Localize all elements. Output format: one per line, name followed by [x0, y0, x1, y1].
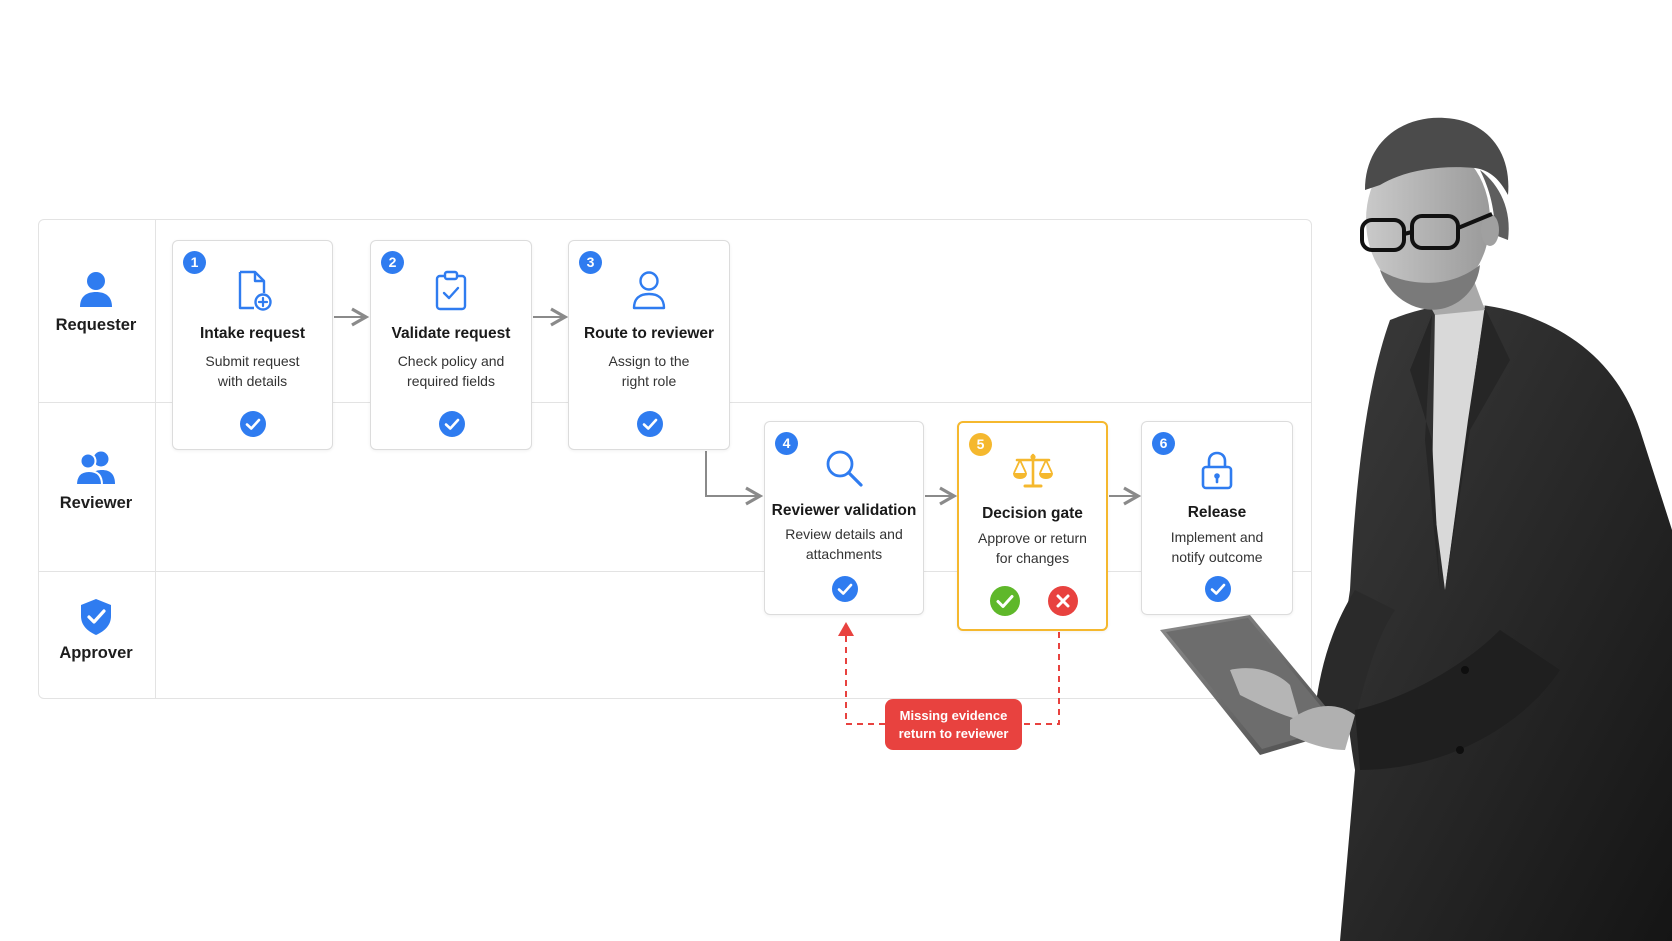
step-number-badge: 3 — [579, 251, 602, 274]
step-description-line2: with details — [217, 373, 288, 389]
step-card-intake-request[interactable]: 1 Intake request Submit request with det… — [172, 240, 333, 450]
check-circle-icon — [240, 411, 266, 437]
person-with-tablet-illustration — [1160, 117, 1672, 941]
step-title: Decision gate — [982, 505, 1083, 522]
reject-button[interactable] — [1047, 585, 1079, 617]
step-number-badge: 4 — [775, 432, 798, 455]
group-icon — [75, 451, 115, 486]
return-label-line2: return to reviewer — [898, 726, 1009, 741]
step-description-line1: Review details and — [785, 526, 903, 542]
padlock-icon — [1201, 451, 1233, 490]
step-description-line1: Assign to the — [608, 353, 690, 369]
step-number-badge: 5 — [969, 433, 992, 456]
check-circle-icon — [1205, 576, 1231, 602]
role-approver: Approver — [38, 598, 154, 663]
step-title: Reviewer validation — [771, 502, 917, 519]
step-title: Route to reviewer — [583, 325, 715, 342]
person-icon — [80, 272, 112, 307]
document-add-icon — [238, 270, 272, 311]
return-label-line1: Missing evidence — [899, 708, 1008, 723]
step-title: Release — [1187, 504, 1247, 521]
step-description-line2: required fields — [407, 373, 495, 389]
step-description-line1: Implement and — [1170, 529, 1264, 545]
step-description-line2: right role — [621, 373, 677, 389]
role-requester: Requester — [38, 270, 154, 335]
lane-divider-reviewer-approver — [39, 571, 1311, 572]
step-card-reviewer-validation[interactable]: 4 Reviewer validation Review details and… — [764, 421, 924, 615]
check-circle-icon — [439, 411, 465, 437]
step-description-line1: Approve or return — [978, 530, 1087, 546]
step-card-validate-request[interactable]: 2 Validate request Check policy and requ… — [370, 240, 532, 450]
step-card-decision-gate[interactable]: 5 Decision gate Approve or return for ch… — [957, 421, 1108, 631]
step-description-line2: attachments — [805, 546, 883, 562]
approve-button[interactable] — [989, 585, 1021, 617]
return-to-reviewer-label: Missing evidence return to reviewer — [885, 699, 1022, 750]
step-description-line2: notify outcome — [1171, 549, 1263, 565]
scales-icon — [1012, 453, 1053, 488]
step-description-line1: Check policy and — [397, 353, 505, 369]
step-card-route-to-reviewer[interactable]: 3 Route to reviewer Assign to the right … — [568, 240, 730, 450]
clipboard-check-icon — [435, 270, 467, 311]
return-loop-connector — [1022, 632, 1060, 725]
step-number-badge: 6 — [1152, 432, 1175, 455]
shield-check-icon — [81, 599, 111, 635]
role-label: Approver — [59, 644, 133, 662]
role-label: Reviewer — [59, 494, 133, 512]
return-loop-arrow — [838, 622, 885, 725]
step-description-line1: Submit request — [205, 353, 300, 369]
check-circle-icon — [637, 411, 663, 437]
user-outline-icon — [632, 271, 666, 310]
role-label: Requester — [55, 316, 137, 334]
step-number-badge: 2 — [381, 251, 404, 274]
step-title: Validate request — [391, 325, 511, 342]
step-card-release[interactable]: 6 Release Implement and notify outcome — [1141, 421, 1293, 615]
check-circle-icon — [832, 576, 858, 602]
step-description-line2: for changes — [995, 550, 1070, 566]
role-reviewer: Reviewer — [38, 450, 154, 513]
step-number-badge: 1 — [183, 251, 206, 274]
step-title: Intake request — [199, 325, 306, 342]
role-column-divider — [155, 220, 156, 698]
magnifier-icon — [826, 450, 863, 487]
arrow-step3-to-step4 — [705, 451, 764, 506]
